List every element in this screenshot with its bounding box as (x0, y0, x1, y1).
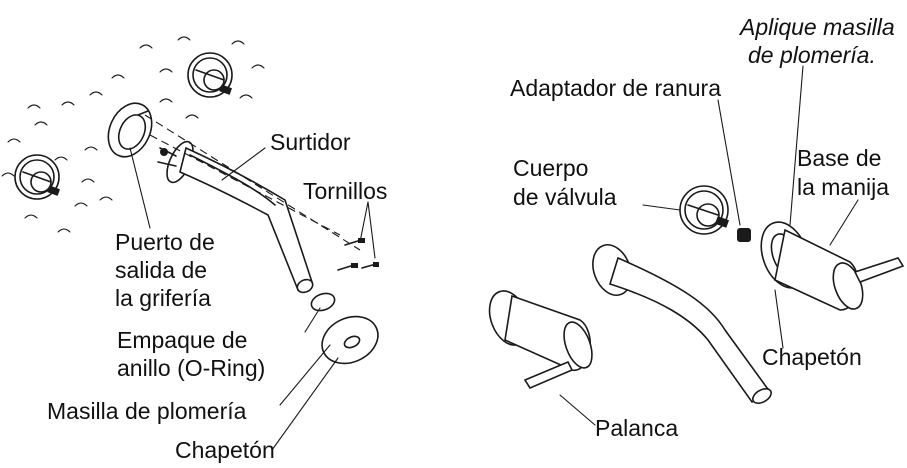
o-ring-part (310, 292, 336, 312)
label-outlet-port-line2: salida de (115, 257, 208, 283)
spout-right (592, 244, 772, 405)
label-spline-adapter: Adaptador de ranura (510, 75, 721, 101)
label-apply-putty-line2: de plomería. (748, 42, 876, 68)
label-handle-base-line1: Base de (797, 145, 882, 171)
label-o-ring-line2: anillo (O-Ring) (117, 355, 266, 381)
label-apply-putty-line1: Aplique masilla (740, 14, 895, 40)
label-spout: Surtidor (270, 129, 351, 155)
outlet-port (107, 102, 153, 158)
label-screws: Tornillos (303, 178, 388, 204)
label-valve-body-line1: Cuerpo (513, 155, 589, 181)
label-outlet-port-line3: la grifería (115, 285, 211, 311)
valve-left (14, 154, 61, 200)
label-putty: Masilla de plomería (47, 398, 247, 424)
label-escutcheon-right: Chapetón (762, 344, 862, 370)
label-o-ring-line1: Empaque de (117, 327, 248, 353)
screws (337, 238, 379, 271)
lever-left (488, 290, 593, 390)
guide-line-2 (149, 134, 341, 236)
wall-texture (1, 36, 265, 233)
spline-adapter-part (737, 228, 751, 242)
leaders-left (129, 147, 376, 451)
label-outlet-port-line1: Puerto de (115, 229, 215, 255)
valve-body (679, 185, 730, 235)
label-lever: Palanca (595, 415, 679, 441)
spout-left (157, 140, 314, 294)
valve-top (187, 52, 233, 98)
escutcheon-left (321, 315, 379, 365)
label-escutcheon-left: Chapetón (175, 437, 275, 463)
guide-line-1 (144, 114, 361, 251)
leaders-right (559, 65, 859, 426)
handle-right (760, 221, 905, 311)
label-handle-base-line2: la manija (797, 174, 890, 200)
label-valve-body-line2: de válvula (513, 184, 617, 210)
